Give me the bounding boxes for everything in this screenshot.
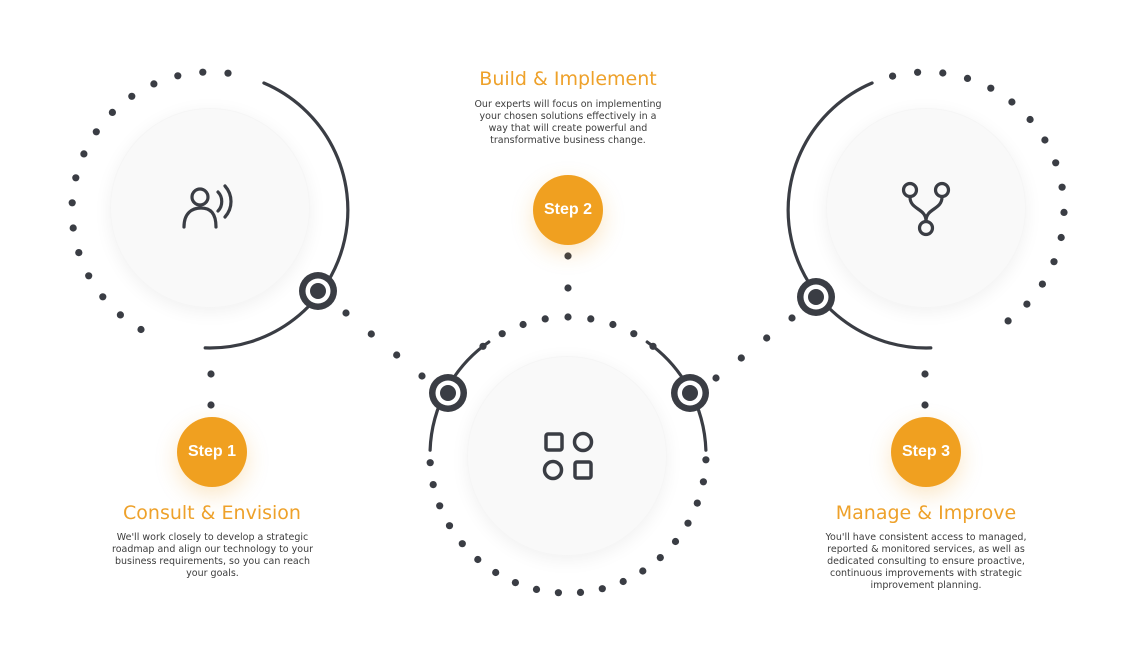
step-1-ring-dot (174, 72, 182, 80)
step-3-ring-dot (1052, 159, 1060, 167)
step-2-bottom-ring-dot (671, 537, 680, 546)
step-1-stem-dot (207, 370, 215, 378)
step-1-badge: Step 1 (177, 417, 247, 487)
step-2-bottom-ring-dot (699, 478, 708, 486)
step-1-ring-dot (108, 108, 116, 116)
connector-2-3-dot (712, 374, 720, 382)
step-3-connector-node (797, 278, 835, 316)
step-2-bottom-ring-dot (619, 577, 627, 586)
connector-1-2-dot (342, 309, 350, 317)
step-3-ring-dot (914, 68, 922, 76)
step-2-top-ring-dot (609, 320, 617, 329)
step-2-inner-disk (467, 356, 667, 556)
step-3-ring-dot (1057, 233, 1065, 242)
step-3-ring-dot (1050, 258, 1058, 266)
step-1-description: We'll work closely to develop a strategi… (112, 532, 313, 579)
step-1-ring-dot (137, 325, 145, 334)
step-2-bottom-ring-dot (426, 459, 434, 467)
connector-1-2-dot (418, 372, 426, 380)
step-1-inner-disk (110, 108, 310, 308)
step-1-stem-dot (207, 401, 215, 409)
step-3-ring-dot (1060, 208, 1068, 216)
connector-2-3-dot (763, 334, 771, 342)
step-2-right-connector-node (671, 374, 709, 412)
step-3-inner-disk (826, 108, 1026, 308)
step-2-bottom-ring-dot (554, 589, 563, 597)
step-1-ring-dot (128, 92, 136, 100)
step-3-ring-dot (963, 74, 972, 82)
step-2-stem-dot (564, 284, 572, 292)
step-1-ring-dot (99, 293, 107, 301)
step-2-bottom-ring-dot (532, 585, 541, 594)
user-voice-icon (182, 184, 233, 229)
step-2-bottom-ring-dot (429, 481, 437, 489)
step-3-ring-dot (939, 69, 947, 77)
step-3-stem-dot (921, 370, 929, 378)
step-2-bottom-ring-dot (656, 554, 664, 562)
step-1-title: Consult & Envision (123, 502, 301, 524)
step-1-ring-dot (80, 150, 88, 158)
step-2-left-connector-node (429, 374, 467, 412)
step-3-badge: Step 3 (891, 417, 961, 487)
step-2-bottom-ring-dot (445, 522, 454, 530)
step-2-bottom-ring-dot (576, 588, 585, 597)
step-1-ring-dot (199, 68, 207, 76)
step-1-ring-dot (85, 272, 93, 280)
step-2-bottom-ring-dot (639, 567, 647, 575)
step-2-bottom-ring-dot (702, 456, 710, 464)
step-2-top-ring-dot (630, 330, 638, 338)
step-2-bottom-ring-dot (511, 579, 519, 587)
step-2-bottom-ring-dot (492, 568, 500, 577)
step-2-top-ring-dot (519, 320, 527, 329)
step-2-stem-dot (564, 252, 572, 260)
step-1-ring-dot (75, 249, 83, 257)
step-3-description: You'll have consistent access to managed… (825, 532, 1027, 591)
step-2-bottom-ring-dot (684, 519, 692, 527)
step-2-top-ring-dot (587, 315, 595, 323)
step-1-ring-dot (116, 311, 124, 319)
step-2-description: Our experts will focus on implementing y… (474, 99, 662, 146)
step-3-ring-dot (1023, 300, 1031, 308)
step-1-ring-dot (92, 128, 100, 136)
step-2-top-ring-dot (541, 315, 549, 323)
apps-grid-icon (542, 431, 594, 481)
step-2-bottom-ring-dot (436, 502, 444, 510)
step-3-ring-dot (1038, 280, 1046, 288)
step-3-ring-dot (1008, 98, 1016, 106)
dotted-rings (68, 68, 1068, 597)
step-1-connector-node (299, 272, 337, 310)
step-1-solid-arc (203, 81, 350, 350)
branch-merge-icon (901, 181, 951, 237)
step-2-top-ring-dot (498, 330, 506, 338)
step-3-ring-dot (889, 72, 897, 80)
step-3-ring-dot (1041, 136, 1049, 144)
step-2-top-ring-dot (564, 313, 572, 321)
step-1-ring-dot (68, 199, 76, 207)
step-2-bottom-ring-dot (474, 555, 482, 564)
connector-nodes (299, 272, 835, 412)
step-2-bottom-ring-dot (598, 585, 606, 593)
step-1-ring-dot (150, 80, 158, 88)
step-3-stem-dot (921, 401, 929, 409)
step-3-title: Manage & Improve (835, 502, 1017, 524)
connector-1-2-dot (393, 351, 401, 359)
step-2-badge: Step 2 (533, 175, 603, 245)
connector-2-3-dot (788, 314, 796, 322)
step-2-title: Build & Implement (479, 68, 657, 90)
step-1-ring-dot (72, 174, 80, 182)
step-3-solid-arc (786, 81, 933, 350)
connector-1-2-dot (367, 330, 375, 338)
step-3-ring-dot (1004, 317, 1012, 325)
step-3-ring-dot (987, 84, 995, 92)
step-2-bottom-ring-dot (693, 499, 701, 507)
step-1-ring-dot (224, 69, 232, 77)
step-2-bottom-ring-dot (458, 540, 466, 548)
connector-2-3-dot (737, 354, 745, 362)
step-3-ring-dot (1058, 183, 1066, 191)
step-1-ring-dot (69, 224, 77, 232)
step-3-ring-dot (1026, 115, 1034, 124)
